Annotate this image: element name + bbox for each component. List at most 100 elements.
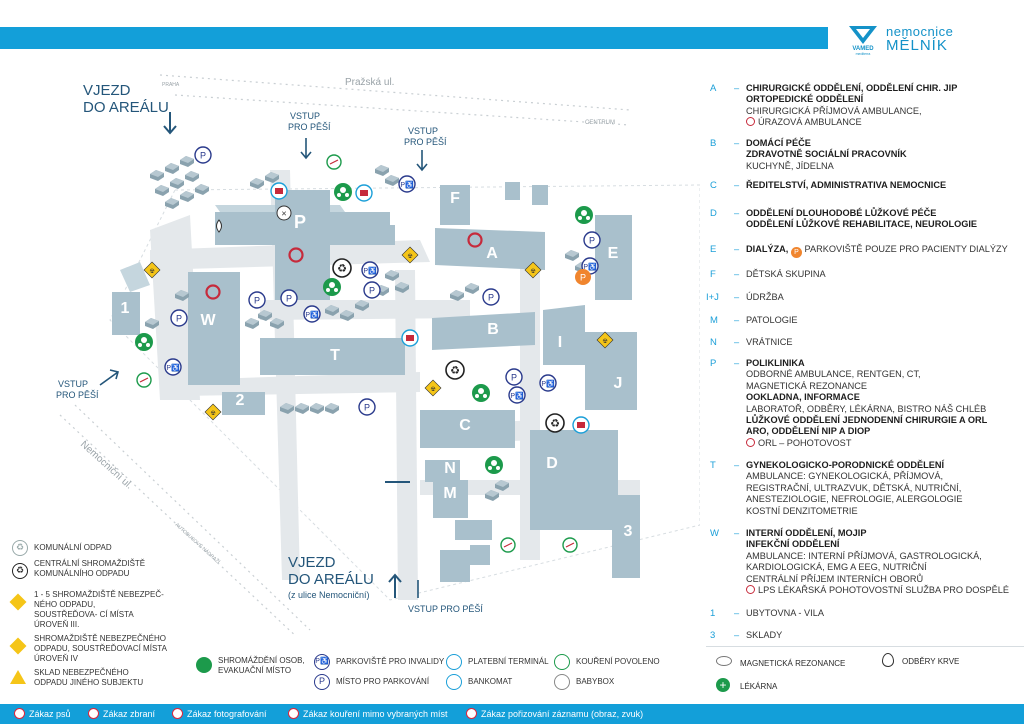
legend-W-l5: CENTRÁLNÍ PŘÍJEM INTERNÍCH OBORŮ <box>746 573 924 584</box>
road-praha: PRAHA <box>162 82 180 88</box>
legend-A-l4: ÚRAZOVÁ AMBULANCE <box>758 117 862 128</box>
legend-pharmacy: LÉKÁRNA <box>740 682 778 691</box>
building-N: N <box>425 460 460 482</box>
logo-name-line1: nemocnice <box>886 24 954 39</box>
buildings: P F A E W T B I J C D N M 1 2 3 <box>112 182 640 582</box>
legend-W-l6: LPS LÉKAŘSKÁ POHOTOVOSTNÍ SLUŽBA PRO DOS… <box>758 585 1010 596</box>
header-bar <box>0 27 828 49</box>
legend-A-l2: ORTOPEDICKÉ ODDĚLENÍ <box>746 94 864 105</box>
no-recording-icon <box>466 708 477 719</box>
legend-A-l1: CHIRURGICKÉ ODDĚLENÍ, ODDĚLENÍ CHIR. JIP <box>746 83 958 93</box>
legend-P-l1: POLIKLINIKA <box>746 358 805 368</box>
legend-D-l1: ODDĚLENÍ DLOUHODOBÉ LŮŽKOVÉ PÉČE <box>746 208 937 218</box>
marker-circle-icon <box>746 117 755 127</box>
svg-text:VSTUP: VSTUP <box>408 126 438 136</box>
legend-C-l1: ŘEDITELSTVÍ, ADMINISTRATIVA NEMOCNICE <box>746 180 947 190</box>
svg-text:M: M <box>443 485 456 502</box>
logo-name-line2: MĚLNÍK <box>886 37 948 54</box>
no-photo-icon <box>172 708 183 719</box>
legend-W-l3: AMBULANCE: INTERNÍ PŘÍJMOVÁ, GASTROLOGIC… <box>746 550 982 561</box>
no-weapons: Zákaz zbraní <box>88 708 155 719</box>
parking-icon: P <box>314 674 330 690</box>
no-smoking: Zákaz kouření mimo vybraných míst <box>288 708 448 719</box>
symbol-atm: BANKOMAT <box>468 677 513 686</box>
legend-P-l8: ORL – POHOTOVOST <box>758 437 852 448</box>
symbol-babybox: BABYBOX <box>576 677 615 686</box>
svg-text:3: 3 <box>624 523 633 540</box>
no-dogs-icon <box>14 708 25 719</box>
building-3: 3 <box>612 495 640 578</box>
hospital-logo: VAMED mediterra nemocnice MĚLNÍK <box>846 22 996 56</box>
legend-1-l1: UBYTOVNA - VILA <box>746 608 824 618</box>
pharmacy-cross-icon: + <box>716 678 730 692</box>
svg-text:D: D <box>546 455 558 472</box>
entry-top: VJEZD DO AREÁLU <box>83 82 177 135</box>
building-2: 2 <box>222 392 265 415</box>
building-E: E <box>595 215 632 300</box>
legend-mri: MAGNETICKÁ REZONANCE <box>740 659 846 668</box>
svg-text:P: P <box>294 212 306 232</box>
svg-text:VSTUP PRO PĚŠÍ: VSTUP PRO PĚŠÍ <box>408 604 483 614</box>
dialysis-parking-icon: P <box>790 247 802 258</box>
symbol-haz-1-5: 1 - 5 SHROMAŽDIŠTĚ NEBEZPEČ-NÉHO ODPADU,… <box>34 590 164 629</box>
road-centrum: CENTRUM <box>585 120 615 126</box>
legend-P-l5: LABORATOŘ, ODBĚRY, LÉKÁRNA, BISTRO NÁŠ C… <box>746 403 987 414</box>
building-W: W <box>188 272 240 385</box>
entry-bottom: VJEZD DO AREÁLU (z ulice Nemocniční) <box>288 554 402 600</box>
disabled-parking-icon: P♿ <box>314 654 330 670</box>
legend-F-l1: DĚTSKÁ SKUPINA <box>746 269 826 279</box>
symbol-parking: MÍSTO PRO PARKOVÁNÍ <box>336 677 430 686</box>
legend-T-l3: REGISTRAČNÍ, ULTRAZVUK, DĚTSKÁ, NUTRIČNÍ… <box>746 482 962 493</box>
marker-circle-icon <box>746 437 755 447</box>
legend-A-l3: CHIRURGICKÁ PŘÍJMOVÁ AMBULANCE, <box>746 105 922 116</box>
building-A: A <box>435 228 545 270</box>
legend-3-l1: SKLADY <box>746 630 783 640</box>
legend-P-l6: LŮŽKOVÉ ODDĚLENÍ JEDNODENNÍ CHIRURGIE A … <box>746 415 988 426</box>
building-F: F <box>440 185 470 225</box>
symbol-parking-disabled: PARKOVIŠTĚ PRO INVALIDY <box>336 657 445 666</box>
building-B: B <box>432 312 535 350</box>
street-prazska: Pražská ul. <box>345 77 394 88</box>
mri-icon <box>716 656 732 666</box>
pedestrian-entry-1: VSTUP PRO PĚŠÍ <box>288 111 331 160</box>
svg-text:C: C <box>459 417 471 434</box>
legend-P-l7: ARO, ODDĚLENÍ NIP A DIOP <box>746 426 871 437</box>
legend-W-l1: INTERNÍ ODDĚLENÍ, MOJIP <box>746 528 867 538</box>
legend-B-l2: ZDRAVOTNĚ SOCIÁLNÍ PRACOVNÍK <box>746 149 907 160</box>
svg-text:×: × <box>281 209 286 219</box>
babybox-icon <box>554 674 570 690</box>
legend-M-l1: PATOLOGIE <box>746 315 798 325</box>
logo-brand-sub: mediterra <box>856 52 871 56</box>
svg-text:W: W <box>200 312 216 329</box>
legend-B-l1: DOMÁCÍ PÉČE <box>746 138 811 148</box>
assembly-point-icon <box>196 657 212 673</box>
legend-P-l3: MAGNETICKÁ REZONANCE <box>746 380 867 391</box>
legend-blood: ODBĚRY KRVE <box>902 657 960 666</box>
hazard-other-icon <box>10 670 26 684</box>
no-recording: Zákaz pořizování záznamu (obraz, zvuk) <box>466 708 643 719</box>
svg-text:B: B <box>487 321 499 338</box>
smoking-allowed-icon <box>554 654 570 670</box>
svg-text:I: I <box>558 334 562 351</box>
road-autobus: AUTOBUSOVÉ NÁDRAŽÍ <box>174 521 223 566</box>
legend-E-l1: DIALÝZA, <box>746 244 789 254</box>
legend-T-l2: AMBULANCE: GYNEKOLOGICKÁ, PŘÍJMOVÁ, <box>746 471 944 482</box>
legend-W-l2: INFEKČNÍ ODDĚLENÍ <box>746 539 840 550</box>
svg-text:DO AREÁLU: DO AREÁLU <box>288 571 374 588</box>
svg-text:P: P <box>580 273 586 283</box>
legend-B-l3: KUCHYNĚ, JÍDELNA <box>746 160 834 171</box>
blood-drop-icon <box>882 653 894 667</box>
svg-text:N: N <box>444 460 456 477</box>
pedestrian-entry-3: VSTUP PRO PĚŠÍ <box>56 369 119 400</box>
legend-IJ-l1: ÚDRŽBA <box>746 292 784 302</box>
svg-text:PRO PĚŠÍ: PRO PĚŠÍ <box>56 390 99 400</box>
footer-prohibitions: Zákaz psů Zákaz zbraní Zákaz fotografová… <box>0 704 1024 724</box>
building-C: C <box>420 410 515 448</box>
legend-N-l1: VRÁTNICE <box>746 337 793 347</box>
svg-text:2: 2 <box>236 392 245 409</box>
building-1: 1 <box>112 262 150 335</box>
map-markers: P × <box>135 146 614 553</box>
svg-text:VJEZD: VJEZD <box>288 554 336 571</box>
legend-D-l2: ODDĚLENÍ LŮŽKOVÉ REHABILITACE, NEUROLOGI… <box>746 219 978 230</box>
